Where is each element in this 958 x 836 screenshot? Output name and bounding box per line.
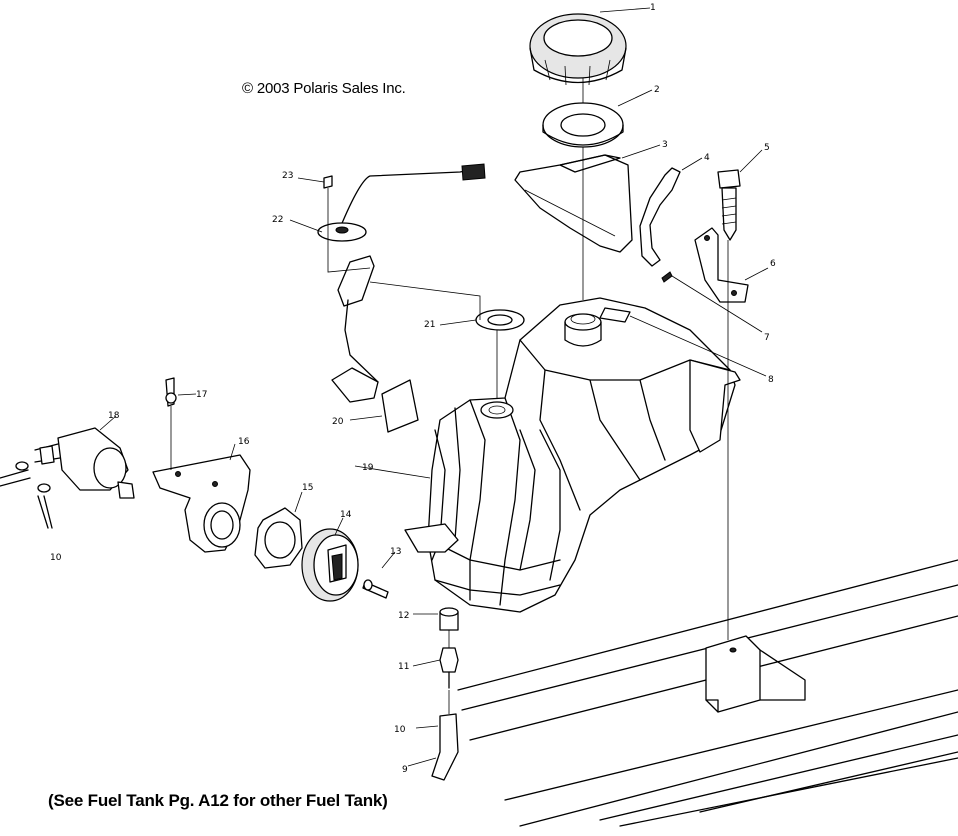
callout-15: 15 xyxy=(302,483,313,493)
callout-5: 5 xyxy=(764,143,770,153)
callout-3: 3 xyxy=(662,140,668,150)
sender-unit xyxy=(301,528,359,602)
callout-9: 9 xyxy=(402,765,408,775)
callout-21: 21 xyxy=(424,320,435,330)
lock-nut xyxy=(254,507,303,569)
vent-hose xyxy=(639,167,681,267)
callout-16: 16 xyxy=(238,437,250,447)
bracket-screw xyxy=(165,377,177,407)
callout-20: 20 xyxy=(332,417,344,427)
callout-leaders xyxy=(99,7,769,767)
callout-12: 12 xyxy=(398,611,409,621)
callout-8: 8 xyxy=(768,375,774,385)
small-screw xyxy=(661,271,673,283)
callout-18: 18 xyxy=(108,411,120,421)
sender-gasket xyxy=(475,309,525,331)
warning-decal xyxy=(381,379,419,433)
callout-19: 19 xyxy=(362,463,374,473)
callout-7: 7 xyxy=(764,333,770,343)
filter-bracket xyxy=(152,454,251,553)
tank-pad xyxy=(514,154,633,253)
cap-gasket xyxy=(542,102,624,148)
callout-22: 22 xyxy=(272,215,283,225)
sender-screw xyxy=(362,579,389,599)
callout-13: 13 xyxy=(390,547,401,557)
sender-mount-screw xyxy=(323,175,333,189)
callout-10-clamps: 10 xyxy=(50,553,62,563)
fuel-filter xyxy=(34,427,135,499)
callout-4: 4 xyxy=(704,153,710,163)
callout-1: 1 xyxy=(650,3,656,13)
callout-14: 14 xyxy=(340,510,352,520)
outlet-fittings xyxy=(431,607,459,781)
frame-mount-bracket xyxy=(705,635,806,713)
callout-2: 2 xyxy=(654,85,660,95)
callout-10-fuel-line: 10 xyxy=(394,725,406,735)
assembly-lines xyxy=(170,78,729,714)
callout-11: 11 xyxy=(398,662,409,672)
callout-numbers: 1 2 3 4 5 6 7 8 9 10 11 12 13 14 15 16 1… xyxy=(50,3,776,775)
copyright-notice: © 2003 Polaris Sales Inc. xyxy=(242,80,406,97)
tank-bracket xyxy=(694,227,749,303)
hose-clamps xyxy=(0,461,53,529)
callout-17: 17 xyxy=(196,390,207,400)
fuel-tank xyxy=(404,297,741,613)
footnote: (See Fuel Tank Pg. A12 for other Fuel Ta… xyxy=(48,791,388,810)
fuel-level-sender xyxy=(317,163,486,403)
mount-bolt xyxy=(717,169,741,241)
callout-6: 6 xyxy=(770,259,776,269)
fuel-cap xyxy=(529,13,627,86)
callout-23: 23 xyxy=(282,171,293,181)
